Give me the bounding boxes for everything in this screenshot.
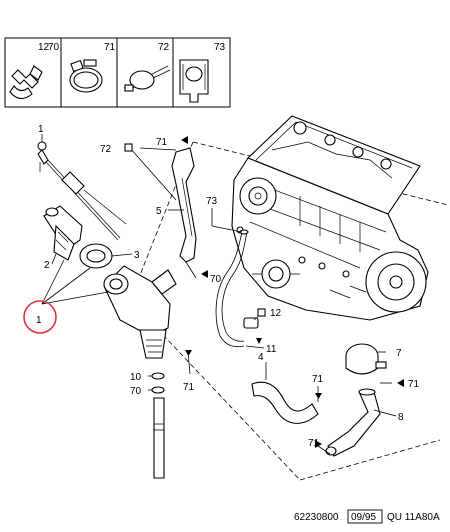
leader-lines bbox=[41, 134, 397, 455]
part-12-bracket bbox=[243, 317, 259, 329]
callout-8: 8 bbox=[398, 412, 404, 423]
callout-7: 7 bbox=[396, 348, 402, 359]
legend-bracket-73: 73 bbox=[179, 42, 226, 103]
footer-model: QU 11A80A bbox=[387, 512, 440, 523]
part-4-hose bbox=[251, 381, 319, 424]
footer: 62230800 09/95 QU 11A80A bbox=[294, 509, 440, 524]
part-8-hose bbox=[325, 388, 381, 457]
engine-block bbox=[231, 115, 429, 321]
legend-num-71: 71 bbox=[104, 42, 116, 53]
callout-70-right: 70 bbox=[210, 274, 222, 285]
hose-73 bbox=[215, 229, 249, 348]
callout-71-hose4: 71 bbox=[312, 374, 324, 385]
legend-num-12: 12 bbox=[38, 42, 50, 53]
part-2-breather bbox=[43, 205, 83, 261]
legend-clamp-71: 71 bbox=[69, 42, 116, 93]
part-5-hose bbox=[171, 147, 197, 263]
part-1-filler-neck bbox=[103, 265, 177, 359]
callout-71-pump: 71 bbox=[408, 379, 420, 390]
callout-70-left: 70 bbox=[130, 386, 142, 397]
callout-11: 11 bbox=[266, 344, 277, 355]
footer-ref-code: 62230800 bbox=[294, 512, 339, 523]
part-3-seal bbox=[79, 243, 113, 269]
legend-ref-70: 70 bbox=[48, 42, 60, 53]
part-7-vacuum-pump bbox=[345, 343, 387, 375]
callout-3: 3 bbox=[134, 250, 140, 261]
callout-71-top: 71 bbox=[156, 137, 168, 148]
callout-5: 5 bbox=[156, 206, 162, 217]
callout-10: 10 bbox=[130, 372, 142, 383]
dipstick bbox=[37, 141, 127, 241]
callout-12: 12 bbox=[270, 308, 282, 319]
callouts: 1 1 2 3 4 5 7 8 10 11 12 70 70 71 71 71 … bbox=[36, 124, 420, 449]
fitting-10-70 bbox=[151, 372, 165, 394]
footer-date: 09/95 bbox=[351, 512, 376, 523]
callout-72: 72 bbox=[100, 144, 112, 155]
callout-4: 4 bbox=[258, 352, 264, 363]
legend-tie-72: 72 bbox=[123, 42, 171, 92]
markers bbox=[124, 136, 404, 448]
callout-1: 1 bbox=[36, 315, 42, 326]
legend-strip: 12 70 71 72 73 bbox=[4, 37, 231, 108]
legend-num-73: 73 bbox=[214, 42, 226, 53]
callout-2: 2 bbox=[44, 260, 50, 271]
legend-num-72: 72 bbox=[158, 42, 170, 53]
callout-71-filler: 71 bbox=[183, 382, 195, 393]
highlight-circle bbox=[23, 300, 57, 334]
lower-tube bbox=[153, 397, 165, 479]
callout-73: 73 bbox=[206, 196, 218, 207]
callout-71-hose8: 71 bbox=[308, 438, 320, 449]
legend-clip-12: 12 70 bbox=[9, 42, 60, 100]
callout-1-top: 1 bbox=[38, 124, 44, 135]
